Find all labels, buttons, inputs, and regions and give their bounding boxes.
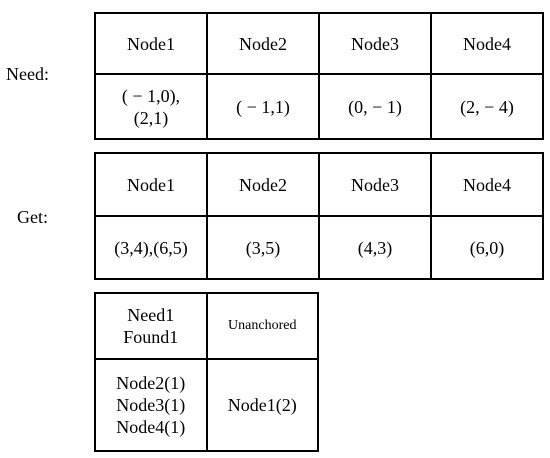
need-value-node2: ( − 1,1) — [206, 73, 320, 140]
need-value-node4: (2, − 4) — [430, 73, 544, 140]
get-value-node4: (6,0) — [430, 215, 544, 280]
need-value-row: ( − 1,0), (2,1) ( − 1,1) (0, − 1) (2, − … — [94, 73, 544, 140]
summary-value-unanchored-nodes: Node1(2) — [205, 358, 319, 452]
need-label: Need: — [6, 64, 49, 84]
get-header-node1: Node1 — [94, 152, 208, 217]
get-value-node2: (3,5) — [206, 215, 320, 280]
get-value-node1: (3,4),(6,5) — [94, 215, 208, 280]
need-header-node3: Node3 — [318, 12, 432, 75]
need-header-node1: Node1 — [94, 12, 208, 75]
summary-value-row: Node2(1) Node3(1) Node4(1) Node1(2) — [94, 358, 319, 452]
summary-value-found-nodes: Node2(1) Node3(1) Node4(1) — [94, 358, 208, 452]
get-header-node2: Node2 — [206, 152, 320, 217]
get-label: Get: — [17, 207, 48, 227]
get-header-node4: Node4 — [430, 152, 544, 217]
need-value-node3: (0, − 1) — [318, 73, 432, 140]
get-header-node3: Node3 — [318, 152, 432, 217]
need-header-node4: Node4 — [430, 12, 544, 75]
summary-header-unanchored: Unanchored — [205, 292, 319, 360]
get-header-row: Node1 Node2 Node3 Node4 — [94, 152, 544, 217]
need-header-row: Node1 Node2 Node3 Node4 — [94, 12, 544, 75]
summary-table: Need1 Found1 Unanchored Node2(1) Node3(1… — [94, 292, 319, 452]
summary-header-row: Need1 Found1 Unanchored — [94, 292, 319, 360]
need-header-node2: Node2 — [206, 12, 320, 75]
need-table: Node1 Node2 Node3 Node4 ( − 1,0), (2,1) … — [94, 12, 544, 140]
summary-header-need-found: Need1 Found1 — [94, 292, 208, 360]
get-table: Node1 Node2 Node3 Node4 (3,4),(6,5) (3,5… — [94, 152, 544, 280]
get-value-node3: (4,3) — [318, 215, 432, 280]
need-value-node1: ( − 1,0), (2,1) — [94, 73, 208, 140]
get-value-row: (3,4),(6,5) (3,5) (4,3) (6,0) — [94, 215, 544, 280]
